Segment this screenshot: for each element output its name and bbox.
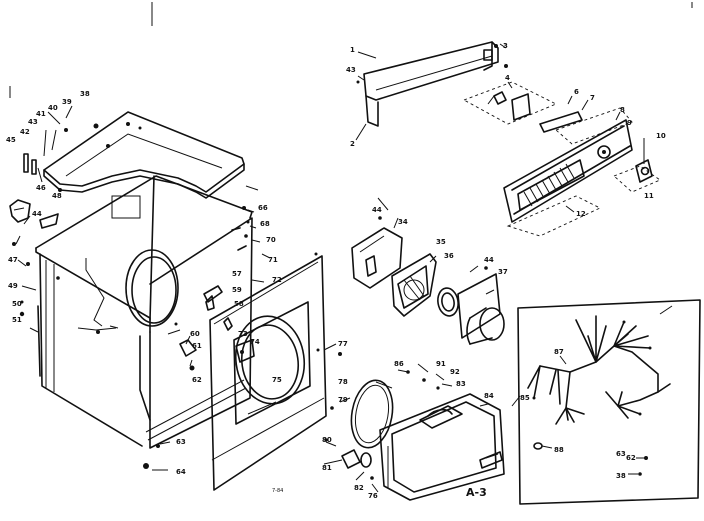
callout-58: 58	[234, 300, 244, 308]
front-panel	[209, 252, 327, 491]
callout-84: 84	[484, 392, 494, 400]
callout-34: 34	[398, 218, 408, 226]
callout-62b: 62	[626, 454, 636, 462]
door-gasket	[330, 379, 394, 449]
callout-47: 47	[8, 256, 18, 264]
callout-76: 76	[368, 492, 378, 500]
control-console	[503, 107, 661, 237]
callout-3: 3	[503, 42, 508, 50]
callout-68: 68	[260, 220, 270, 228]
callout-42: 42	[20, 128, 30, 136]
callout-79: 79	[338, 396, 348, 404]
exhaust-duct	[457, 266, 505, 345]
callout-50: 50	[12, 300, 22, 308]
callout-62: 62	[192, 376, 202, 384]
rear-plate	[351, 216, 403, 289]
callout-72: 72	[272, 276, 282, 284]
callout-80: 80	[322, 436, 332, 444]
callout-36: 36	[444, 252, 454, 260]
callout-64: 64	[176, 468, 186, 476]
callout-12: 12	[576, 210, 586, 218]
callout-77: 77	[338, 340, 348, 348]
assembly-label: A-3	[466, 486, 487, 499]
callout-70: 70	[266, 236, 276, 244]
callout-43b: 43	[28, 118, 38, 126]
callout-41: 41	[36, 110, 46, 118]
callout-49: 49	[8, 282, 18, 290]
callout-6: 6	[574, 88, 579, 96]
callout-labels: 1 2 3 4 6 7 8 9 10 11 12 43 45 42 43 41 …	[6, 42, 666, 500]
footer-code: 7-84	[272, 488, 283, 494]
callout-66: 66	[258, 204, 268, 212]
callout-39: 39	[62, 98, 72, 106]
callout-8: 8	[620, 106, 625, 114]
callout-73: 73	[238, 330, 248, 338]
callout-85: 85	[520, 394, 530, 402]
callout-44a: 44	[32, 210, 42, 218]
timer-module	[462, 64, 558, 125]
callout-46: 46	[36, 184, 46, 192]
callout-40: 40	[48, 104, 58, 112]
callout-38: 38	[80, 90, 90, 98]
callout-87: 87	[554, 348, 564, 356]
callout-63b: 63	[616, 450, 626, 458]
leader-lines	[15, 43, 646, 493]
callout-75: 75	[272, 376, 282, 384]
callout-59: 59	[232, 286, 242, 294]
callout-35: 35	[436, 238, 446, 246]
callout-71: 71	[268, 256, 278, 264]
callout-91: 91	[436, 360, 446, 368]
callout-82: 82	[354, 484, 364, 492]
door-assembly	[324, 370, 505, 501]
door-hardware	[143, 285, 342, 469]
top-rail	[356, 41, 499, 127]
callout-74: 74	[250, 338, 260, 346]
callout-63: 63	[176, 438, 186, 446]
callout-61: 61	[192, 342, 202, 350]
left-side-hardware	[9, 153, 250, 317]
callout-9: 9	[627, 119, 632, 127]
blower-housing	[391, 253, 459, 317]
callout-51: 51	[12, 316, 22, 324]
wiring-harness-inset	[517, 299, 701, 505]
cabinet	[35, 175, 253, 449]
callout-78: 78	[338, 378, 348, 386]
callout-45: 45	[6, 136, 16, 144]
callout-44b: 44	[372, 206, 382, 214]
callout-38b: 38	[616, 472, 626, 480]
callout-48: 48	[52, 192, 62, 200]
callout-4: 4	[505, 74, 510, 82]
callout-10: 10	[656, 132, 666, 140]
callout-60: 60	[190, 330, 200, 338]
callout-1: 1	[350, 46, 355, 54]
callout-86: 86	[394, 360, 404, 368]
callout-57: 57	[232, 270, 242, 278]
callout-81: 81	[322, 464, 332, 472]
callout-83: 83	[456, 380, 466, 388]
callout-7: 7	[590, 94, 595, 102]
callout-37: 37	[498, 268, 508, 276]
scan-marks	[9, 2, 693, 98]
callout-43a: 43	[346, 66, 356, 74]
callout-11: 11	[644, 192, 654, 200]
callout-88: 88	[554, 446, 564, 454]
callout-2: 2	[350, 140, 355, 148]
callout-44c: 44	[484, 256, 494, 264]
top-cover	[43, 111, 245, 199]
callout-92: 92	[450, 368, 460, 376]
